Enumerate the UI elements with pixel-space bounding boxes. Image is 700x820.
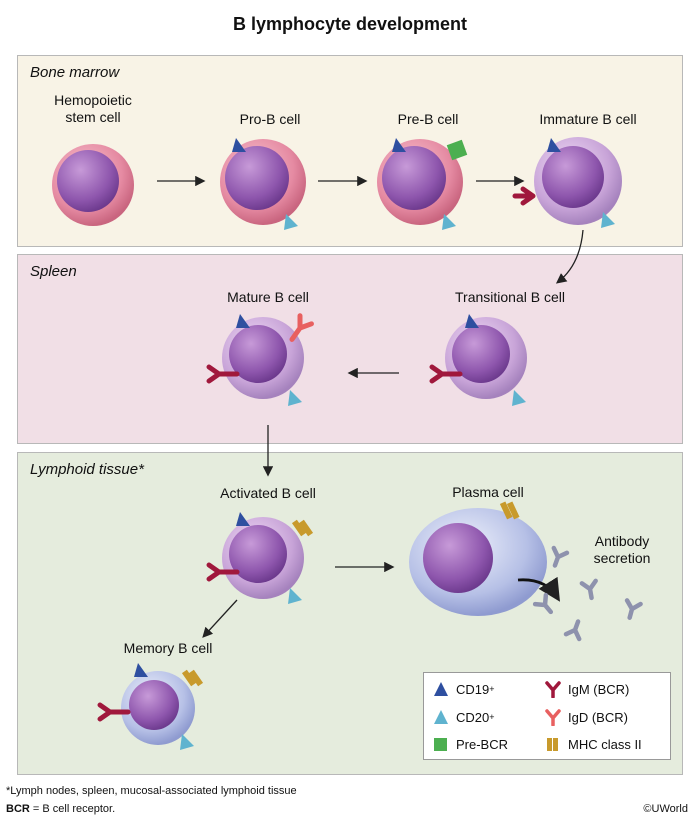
legend-item-igm: IgM (BCR) bbox=[544, 680, 629, 698]
label-immature-b: Immature B cell bbox=[539, 111, 637, 127]
panel-spleen: Spleen bbox=[17, 254, 683, 444]
legend-cd20-sup: + bbox=[489, 712, 495, 722]
cd20-marker bbox=[601, 212, 615, 228]
antibody-icon bbox=[551, 545, 570, 568]
label-hsc-text: Hemopoietic stem cell bbox=[54, 92, 132, 125]
label-transitional-b: Transitional B cell bbox=[455, 289, 565, 305]
cd20-marker bbox=[288, 390, 302, 406]
panel-label-bone-marrow: Bone marrow bbox=[30, 64, 120, 81]
cd20-marker bbox=[180, 734, 194, 750]
cd19-marker bbox=[236, 314, 250, 328]
label-antibody-text: Antibody secretion bbox=[593, 533, 651, 566]
panel-label-spleen: Spleen bbox=[30, 263, 77, 280]
igm-marker bbox=[206, 364, 240, 384]
legend-igm-label: IgM (BCR) bbox=[568, 681, 630, 697]
cell-memory-b bbox=[97, 663, 204, 750]
igm-marker bbox=[429, 364, 463, 384]
antibody-icon bbox=[579, 578, 598, 601]
legend-mhc2-label: MHC class II bbox=[568, 736, 642, 752]
footnote-lymphoid: *Lymph nodes, spleen, mucosal-associated… bbox=[6, 785, 297, 797]
igm-marker bbox=[97, 702, 131, 722]
antibody-icon bbox=[624, 598, 643, 620]
legend-item-igd: IgD (BCR) bbox=[544, 708, 628, 726]
cell-plasma bbox=[409, 501, 547, 616]
cell-pre-b bbox=[377, 138, 468, 230]
label-activated-b: Activated B cell bbox=[220, 485, 316, 501]
label-mature-b: Mature B cell bbox=[227, 289, 309, 305]
antibody-icon bbox=[532, 592, 554, 615]
cell-hsc bbox=[52, 144, 134, 226]
cd19-marker bbox=[232, 138, 246, 152]
igd-marker bbox=[289, 313, 314, 342]
cd19-marker bbox=[134, 663, 148, 677]
cd20-marker bbox=[284, 214, 298, 230]
legend-cd20-label: CD20 bbox=[456, 709, 490, 725]
igm-marker bbox=[206, 562, 240, 582]
cd19-icon bbox=[434, 682, 448, 696]
cell-pro-b bbox=[220, 138, 306, 230]
mhc2-marker bbox=[499, 501, 520, 520]
cd20-icon bbox=[434, 710, 448, 724]
cell-activated-b bbox=[206, 512, 314, 604]
igm-marker bbox=[512, 186, 536, 206]
label-memory-b: Memory B cell bbox=[123, 640, 213, 656]
cd20-marker bbox=[442, 214, 456, 230]
footnote-bcr: BCR = B cell receptor. bbox=[6, 803, 115, 815]
cell-immature-b bbox=[512, 137, 622, 228]
label-hsc: Hemopoietic stem cell bbox=[54, 92, 132, 126]
cd19-marker bbox=[392, 138, 406, 152]
arrow-immature-to-transitional bbox=[555, 229, 584, 284]
copyright: ©UWorld bbox=[643, 803, 688, 815]
mhc2-marker bbox=[181, 669, 204, 687]
label-pro-b: Pro-B cell bbox=[239, 111, 301, 127]
legend: CD19+ CD20+ Pre-BCR IgM (BCR) IgD (BCR) … bbox=[423, 672, 671, 760]
antibody-icon bbox=[563, 619, 582, 642]
arrow-plasma-to-antibody bbox=[517, 576, 560, 602]
legend-cd19-label: CD19 bbox=[456, 681, 490, 697]
cd20-marker bbox=[512, 390, 526, 406]
pre-bcr-icon bbox=[434, 738, 447, 751]
cd19-marker bbox=[465, 314, 479, 328]
legend-item-cd19: CD19+ bbox=[432, 680, 495, 698]
label-pre-b: Pre-B cell bbox=[397, 111, 459, 127]
secreted-antibodies bbox=[532, 545, 643, 642]
panel-label-lymphoid-tissue: Lymphoid tissue* bbox=[30, 461, 144, 478]
footnote-bcr-definition: = B cell receptor. bbox=[29, 803, 116, 815]
label-plasma: Plasma cell bbox=[452, 484, 524, 500]
igm-icon bbox=[545, 681, 561, 698]
cd19-marker bbox=[236, 512, 250, 526]
igd-icon bbox=[545, 709, 561, 726]
label-antibody-secretion: Antibody secretion bbox=[594, 533, 651, 567]
pre-bcr-marker bbox=[446, 139, 468, 161]
legend-item-mhc2: MHC class II bbox=[544, 735, 642, 753]
legend-pre-bcr-label: Pre-BCR bbox=[456, 736, 509, 752]
arrow-activated-to-memory bbox=[202, 599, 238, 638]
cell-transitional-b bbox=[429, 314, 527, 406]
legend-item-pre-bcr: Pre-BCR bbox=[432, 735, 508, 753]
cd20-marker bbox=[288, 588, 302, 604]
cell-mature-b bbox=[206, 313, 314, 406]
legend-igd-label: IgD (BCR) bbox=[568, 709, 628, 725]
legend-item-cd20: CD20+ bbox=[432, 708, 495, 726]
footnote-bcr-term: BCR bbox=[6, 803, 30, 815]
cd19-marker bbox=[547, 138, 561, 152]
mhc2-icon bbox=[547, 738, 558, 751]
diagram-title: B lymphocyte development bbox=[232, 14, 468, 34]
mhc2-marker bbox=[291, 519, 314, 537]
legend-cd19-sup: + bbox=[489, 684, 495, 694]
